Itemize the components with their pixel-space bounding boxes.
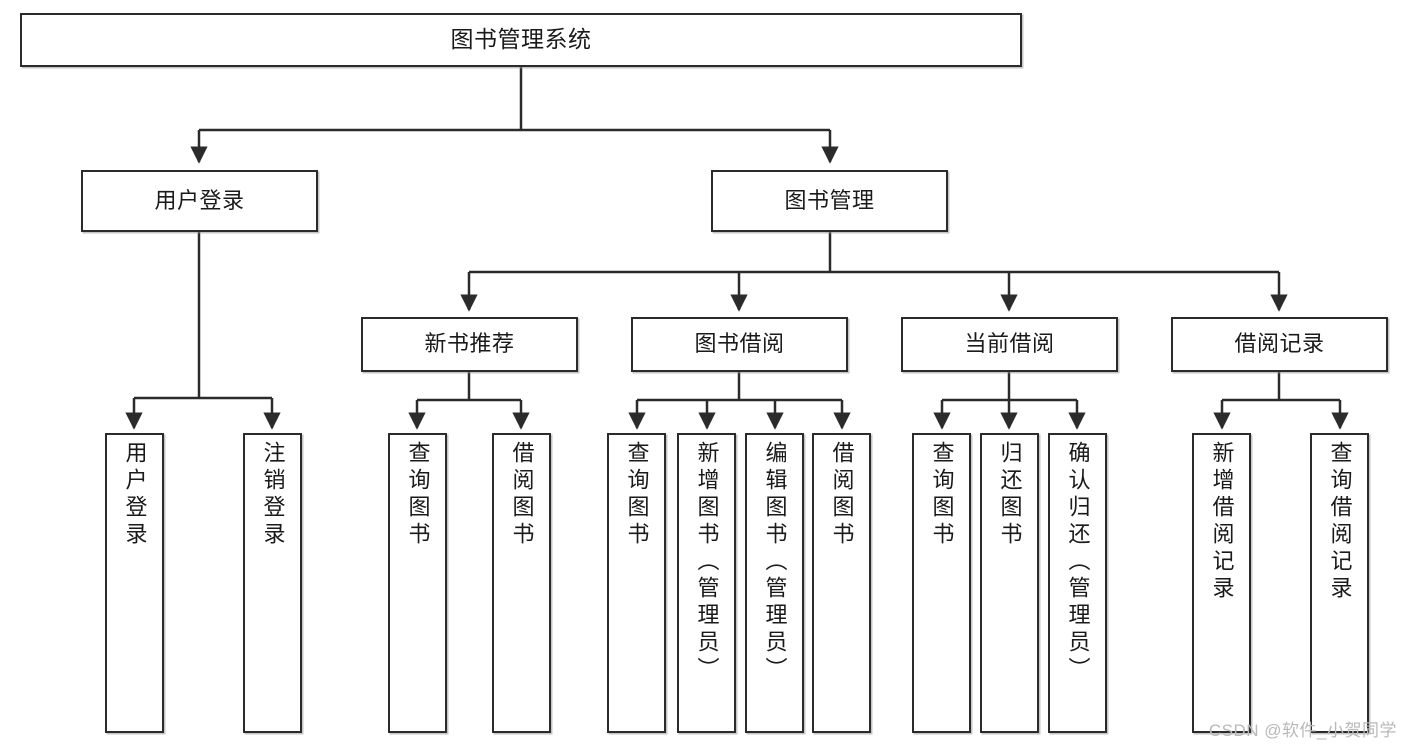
node-new-book-recommend[interactable]: 新书推荐 xyxy=(361,317,578,372)
node-label: 注销登录 xyxy=(260,441,286,549)
leaf-record-add-record[interactable]: 新增借阅记录 xyxy=(1192,433,1251,733)
node-label: 图书管理系统 xyxy=(450,26,592,53)
node-book-management[interactable]: 图书管理 xyxy=(711,170,948,232)
node-label: 归还图书 xyxy=(997,441,1023,549)
leaf-user-login-logout[interactable]: 注销登录 xyxy=(243,433,302,733)
node-label: 图书借阅 xyxy=(694,331,785,357)
node-label: 当前借阅 xyxy=(964,331,1055,357)
leaf-user-login-login[interactable]: 用户登录 xyxy=(105,433,164,733)
leaf-record-query-record[interactable]: 查询借阅记录 xyxy=(1310,433,1369,733)
node-label: 借阅图书 xyxy=(509,441,535,549)
node-label: 查询图书 xyxy=(405,441,431,549)
node-label: 新书推荐 xyxy=(424,331,515,357)
node-label: 确认归还（管理员） xyxy=(1065,441,1091,684)
node-label: 查询借阅记录 xyxy=(1327,441,1353,603)
node-label: 图书管理 xyxy=(784,187,875,213)
node-label: 借阅记录 xyxy=(1234,331,1325,357)
leaf-borrow-add-book-admin[interactable]: 新增图书（管理员） xyxy=(677,433,736,733)
leaf-recommend-query-book[interactable]: 查询图书 xyxy=(388,433,447,733)
node-label: 查询图书 xyxy=(624,441,650,549)
node-label: 编辑图书（管理员） xyxy=(762,441,788,684)
node-label: 用户登录 xyxy=(122,441,148,549)
node-root-system[interactable]: 图书管理系统 xyxy=(20,13,1022,67)
watermark-text: CSDN @软件_小贺同学 xyxy=(1208,721,1397,740)
leaf-borrow-borrow-book[interactable]: 借阅图书 xyxy=(812,433,871,733)
leaf-recommend-borrow-book[interactable]: 借阅图书 xyxy=(492,433,551,733)
node-label: 查询图书 xyxy=(929,441,955,549)
node-book-borrow[interactable]: 图书借阅 xyxy=(631,317,848,372)
node-label: 借阅图书 xyxy=(829,441,855,549)
node-borrow-record[interactable]: 借阅记录 xyxy=(1171,317,1388,372)
leaf-current-return-book[interactable]: 归还图书 xyxy=(980,433,1039,733)
node-user-login[interactable]: 用户登录 xyxy=(81,170,318,232)
node-current-borrow[interactable]: 当前借阅 xyxy=(901,317,1118,372)
node-label: 新增图书（管理员） xyxy=(694,441,720,684)
node-label: 用户登录 xyxy=(154,187,245,213)
node-label: 新增借阅记录 xyxy=(1209,441,1235,603)
leaf-borrow-edit-book-admin[interactable]: 编辑图书（管理员） xyxy=(745,433,804,733)
leaf-current-confirm-return-admin[interactable]: 确认归还（管理员） xyxy=(1048,433,1107,733)
leaf-borrow-query-book[interactable]: 查询图书 xyxy=(607,433,666,733)
leaf-current-query-book[interactable]: 查询图书 xyxy=(912,433,971,733)
